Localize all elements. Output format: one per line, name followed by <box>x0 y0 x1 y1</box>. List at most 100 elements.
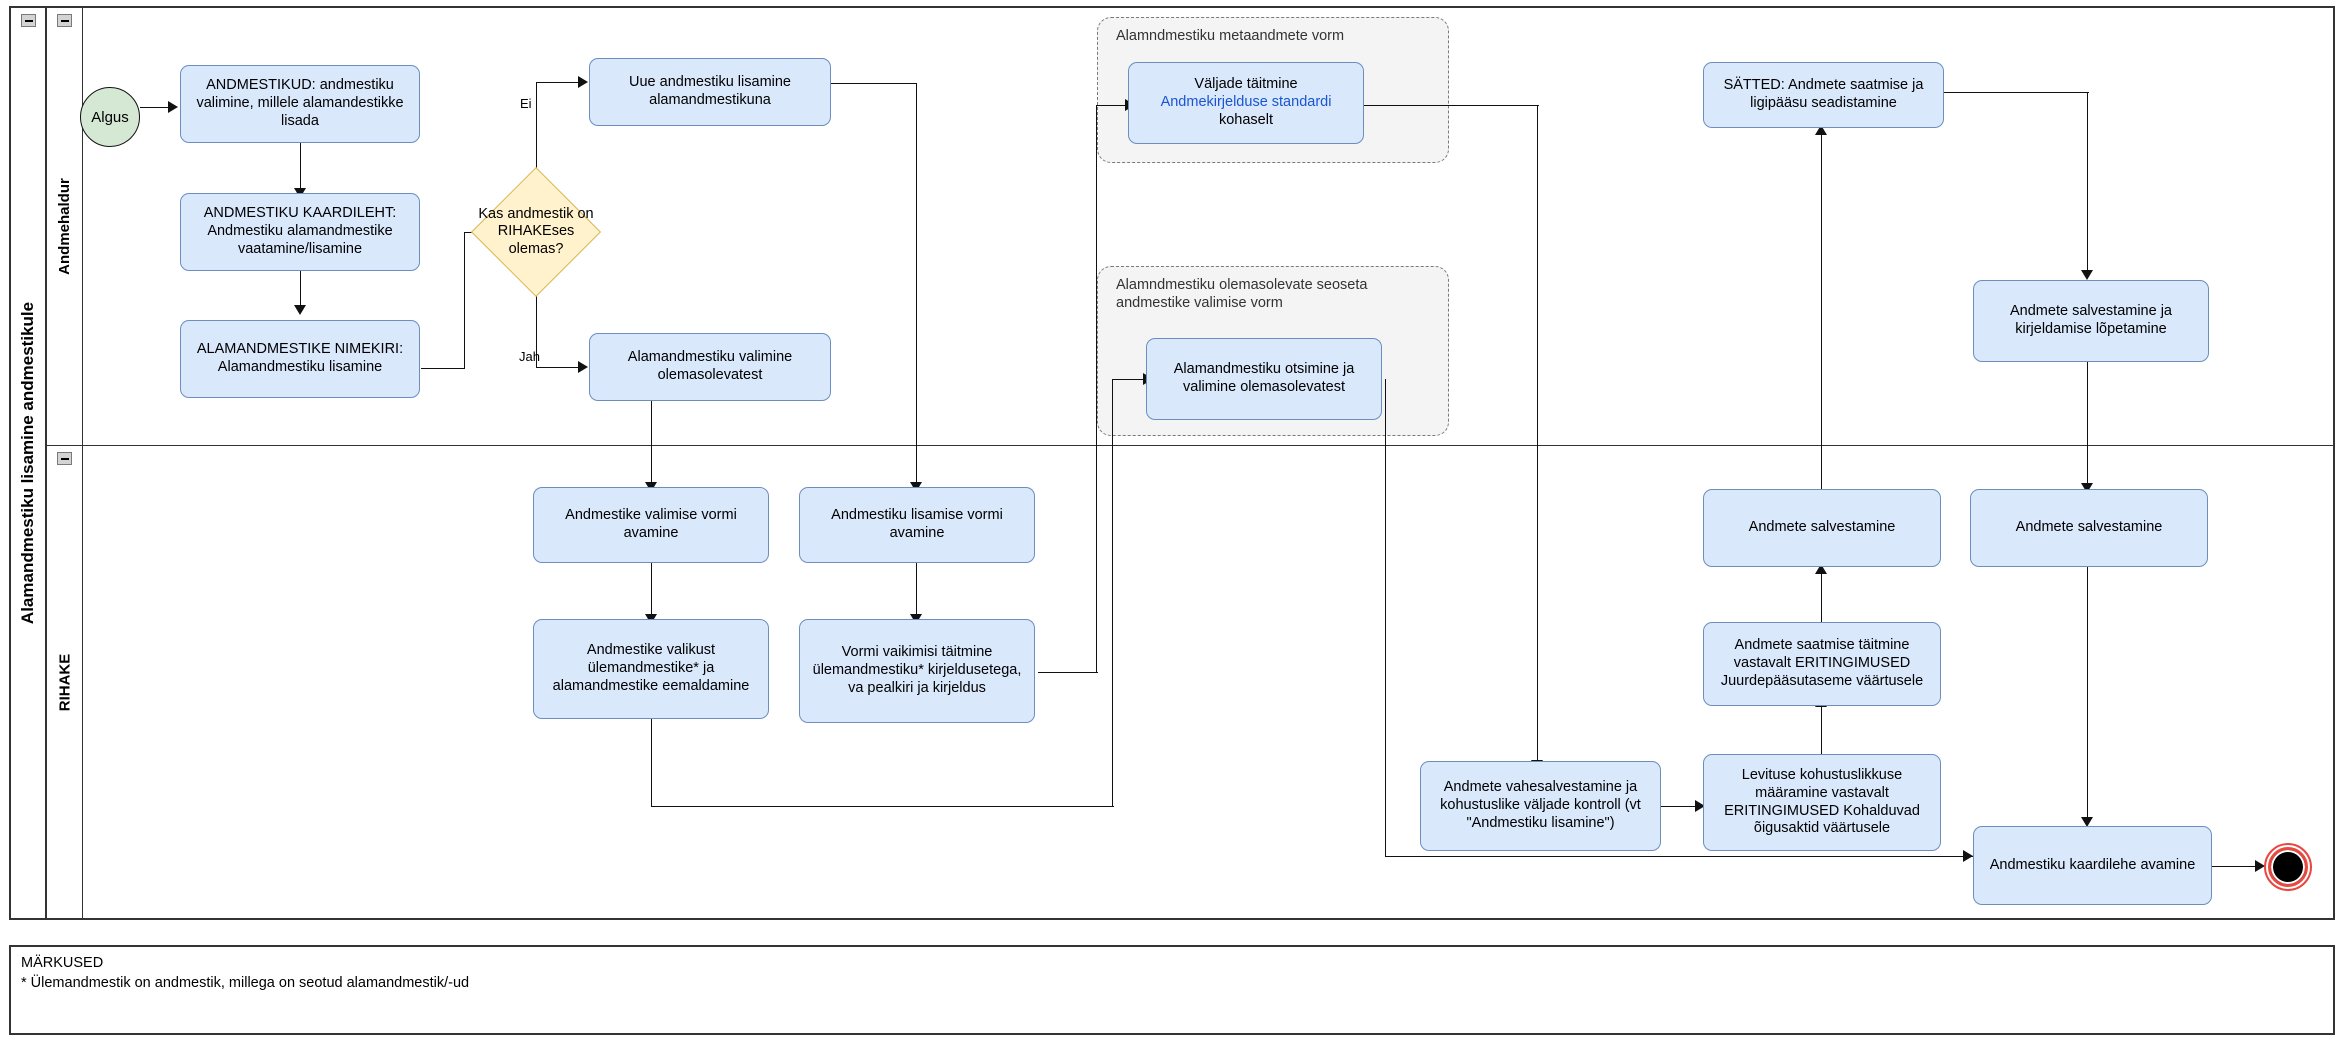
task-andmestike-valimise-vormi-avamine[interactable]: Andmestike valimise vormi avamine <box>533 487 769 563</box>
pool-title: Alamandmestiku lisamine andmestikule <box>11 8 47 918</box>
edge-kaardilehe-end-arrow <box>2255 860 2265 872</box>
edge-salvestamine-mid-v <box>1821 128 1822 528</box>
task-andmestike-valikust-eemaldamine-label: Andmestike valikust ülemandmestike* ja a… <box>552 642 750 694</box>
edge-vaikimisi-h2 <box>1096 105 1128 106</box>
lane-title-rihake: RIHAKE <box>47 446 83 918</box>
edge-lopetamine-arrow <box>2081 483 2093 493</box>
notes-title: MÄRKUSED <box>21 955 104 971</box>
end-node-outer-ring <box>2264 843 2312 891</box>
task-alamandmestiku-valimine-olemasolevatest[interactable]: Alamandmestiku valimine olemasolevatest <box>589 333 831 401</box>
task-valjade-taitmine[interactable]: Väljade täitmine Andmekirjelduse standar… <box>1128 62 1364 144</box>
task-alamandmestike-nimekiri-label: ALAMANDMESTIKE NIMEKIRI: Alamandmestiku … <box>196 341 404 375</box>
task-alamandmestike-nimekiri[interactable]: ALAMANDMESTIKE NIMEKIRI: Alamandmestiku … <box>180 320 420 398</box>
edge-otsimine-v <box>1385 379 1386 857</box>
task-andmete-vahesalvestamine-label: Andmete vahesalvestamine ja kohustuslike… <box>1440 779 1641 831</box>
task-andmestike-valikust-eemaldamine[interactable]: Andmestike valikust ülemandmestike* ja a… <box>533 619 769 719</box>
lane-andmehaldur-label: Andmehaldur <box>56 178 73 275</box>
task-alamandmestiku-otsimine-valimine[interactable]: Alamandmestiku otsimine ja valimine olem… <box>1146 338 1382 420</box>
edge-algus-andmestikud <box>140 107 172 108</box>
edge-kaardilehe-end-h <box>2212 866 2262 867</box>
edge-nimekiri-decision-v <box>464 232 465 369</box>
edge-valikust-h2 <box>1112 379 1146 380</box>
lane-title-andmehaldur: Andmehaldur <box>47 8 83 445</box>
edge-nimekiri-decision-h1 <box>421 368 465 369</box>
edge-uue-lisamine-v <box>916 83 917 487</box>
group-metaandmete-vorm-label: Alamndmestiku metaandmete vorm <box>1116 28 1345 44</box>
task-uue-andmestiku-lisamine-label: Uue andmestiku lisamine alamandmestikuna <box>629 74 791 108</box>
task-salvestamine-ja-kirjeldamise-lopetamine-label: Andmete salvestamine ja kirjeldamise lõp… <box>2010 303 2172 337</box>
task-andmestiku-lisamise-vormi-avamine[interactable]: Andmestiku lisamise vormi avamine <box>799 487 1035 563</box>
edge-valimine-olemas-v <box>651 400 652 487</box>
edge-lisamise-vormi-v <box>916 563 917 619</box>
edge-saatmise-v <box>1821 567 1822 622</box>
task-vormi-vaikimisi-taitmine[interactable]: Vormi vaikimisi täitmine ülemandmestiku*… <box>799 619 1035 723</box>
task-andmestiku-kaardilehe-avamine[interactable]: Andmestiku kaardilehe avamine <box>1973 826 2212 905</box>
edge-satted-h <box>1944 92 2089 93</box>
task-andmestiku-kaardileht-label: ANDMESTIKU KAARDILEHT: Andmestiku alaman… <box>203 205 397 257</box>
edge-decision-jah-arrow <box>578 361 588 373</box>
edge-label-ei: Ei <box>520 96 532 111</box>
decision-label: Kas andmestik on RIHAKEses olemas? <box>478 205 594 257</box>
edge-satted-v <box>2087 92 2088 275</box>
task-levituse-kohustuslikkuse-maaramine[interactable]: Levituse kohustuslikkuse määramine vasta… <box>1703 754 1941 851</box>
task-levituse-kohustuslikkuse-maaramine-label: Levituse kohustuslikkuse määramine vasta… <box>1724 767 1920 837</box>
task-satted[interactable]: SÄTTED: Andmete saatmise ja ligipääsu se… <box>1703 62 1944 128</box>
task-andmestiku-kaardileht[interactable]: ANDMESTIKU KAARDILEHT: Andmestiku alaman… <box>180 193 420 271</box>
task-andmete-saatmise-taitmine-label: Andmete saatmise täitmine vastavalt ERIT… <box>1720 637 1924 689</box>
edge-kaardileht-nimekiri <box>300 258 301 310</box>
pool-collapse-icon[interactable] <box>21 14 36 27</box>
edge-uue-lisamine-h <box>831 83 917 84</box>
task-andmestiku-lisamise-vormi-avamine-label: Andmestiku lisamise vormi avamine <box>831 507 1003 541</box>
lane-rihake: RIHAKE <box>47 445 2333 918</box>
edge-otsimine-h <box>1385 856 1973 857</box>
lane-rihake-collapse-icon[interactable] <box>57 452 72 465</box>
task-valjade-taitmine-line3: kohaselt <box>1218 111 1273 128</box>
task-satted-label: SÄTTED: Andmete saatmise ja ligipääsu se… <box>1723 77 1924 111</box>
task-valjade-taitmine-line1: Väljade täitmine <box>1194 76 1298 93</box>
start-node-label: Algus <box>91 108 129 126</box>
edge-decision-jah-v <box>536 255 537 368</box>
edge-algus-andmestikud-arrow <box>168 101 178 113</box>
task-andmestiku-kaardilehe-avamine-label: Andmestiku kaardilehe avamine <box>1989 856 2196 873</box>
edge-valjade-v <box>1537 105 1538 765</box>
lane-andmehaldur-collapse-icon[interactable] <box>57 14 72 27</box>
edge-label-jah: Jah <box>519 349 540 364</box>
edge-vahesalvestamine-arrow <box>1695 800 1705 812</box>
edge-vahesalvestamine-h <box>1660 806 1704 807</box>
task-andmete-saatmise-taitmine[interactable]: Andmete saatmise täitmine vastavalt ERIT… <box>1703 622 1941 706</box>
pool-title-label: Alamandmestiku lisamine andmestikule <box>18 301 38 625</box>
task-alamandmestiku-otsimine-valimine-label: Alamandmestiku otsimine ja valimine olem… <box>1173 361 1355 395</box>
edge-kaardileht-nimekiri-arrow <box>294 305 306 315</box>
task-andmete-salvestamine-mid[interactable]: Andmete salvestamine <box>1703 489 1941 567</box>
edge-salvestamine-mid-arrow <box>1815 125 1827 135</box>
edge-decision-ei-v <box>536 82 537 195</box>
edge-lopetamine-v <box>2087 362 2088 488</box>
edge-valikust-h <box>651 806 1114 807</box>
edge-saatmise-arrow <box>1815 564 1827 574</box>
task-andmestikud[interactable]: ANDMESTIKUD: andmestiku valimine, millel… <box>180 65 420 143</box>
task-alamandmestiku-valimine-olemasolevatest-label: Alamandmestiku valimine olemasolevatest <box>627 349 793 383</box>
edge-salvestamine-right-v <box>2087 567 2088 822</box>
edge-vaikimisi-h <box>1038 672 1098 673</box>
group-seoseta-vorm-label: Alamndmestiku olemasolevate seoseta andm… <box>1116 277 1368 312</box>
task-andmestike-valimise-vormi-avamine-label: Andmestike valimise vormi avamine <box>565 507 737 541</box>
edge-otsimine-arrow <box>1963 850 1973 862</box>
task-valjade-taitmine-standard-link[interactable]: Andmekirjelduse standardi <box>1160 94 1332 111</box>
task-uue-andmestiku-lisamine[interactable]: Uue andmestiku lisamine alamandmestikuna <box>589 58 831 126</box>
edge-valikust-v1 <box>651 719 652 807</box>
decision-kas-andmestik-rihakes[interactable]: Kas andmestik on RIHAKEses olemas? <box>470 166 602 298</box>
edge-andmestikud-kaardileht <box>300 143 301 193</box>
edge-decision-ei-arrow <box>578 76 588 88</box>
edge-levituse-v <box>1821 700 1822 762</box>
task-andmete-vahesalvestamine[interactable]: Andmete vahesalvestamine ja kohustuslike… <box>1420 761 1661 851</box>
task-andmete-salvestamine-mid-label: Andmete salvestamine <box>1748 519 1896 536</box>
task-salvestamine-ja-kirjeldamise-lopetamine[interactable]: Andmete salvestamine ja kirjeldamise lõp… <box>1973 280 2209 362</box>
edge-vaikimisi-v <box>1096 105 1097 673</box>
notes-line-1: * Ülemandmestik on andmestik, millega on… <box>21 974 470 991</box>
lane-rihake-label: RIHAKE <box>56 653 74 711</box>
task-andmete-salvestamine-right[interactable]: Andmete salvestamine <box>1970 489 2208 567</box>
edge-satted-arrow <box>2081 270 2093 280</box>
edge-salvestamine-right-arrow <box>2081 817 2093 827</box>
start-node-algus[interactable]: Algus <box>80 87 140 147</box>
edge-valikust-v2 <box>1112 379 1113 807</box>
